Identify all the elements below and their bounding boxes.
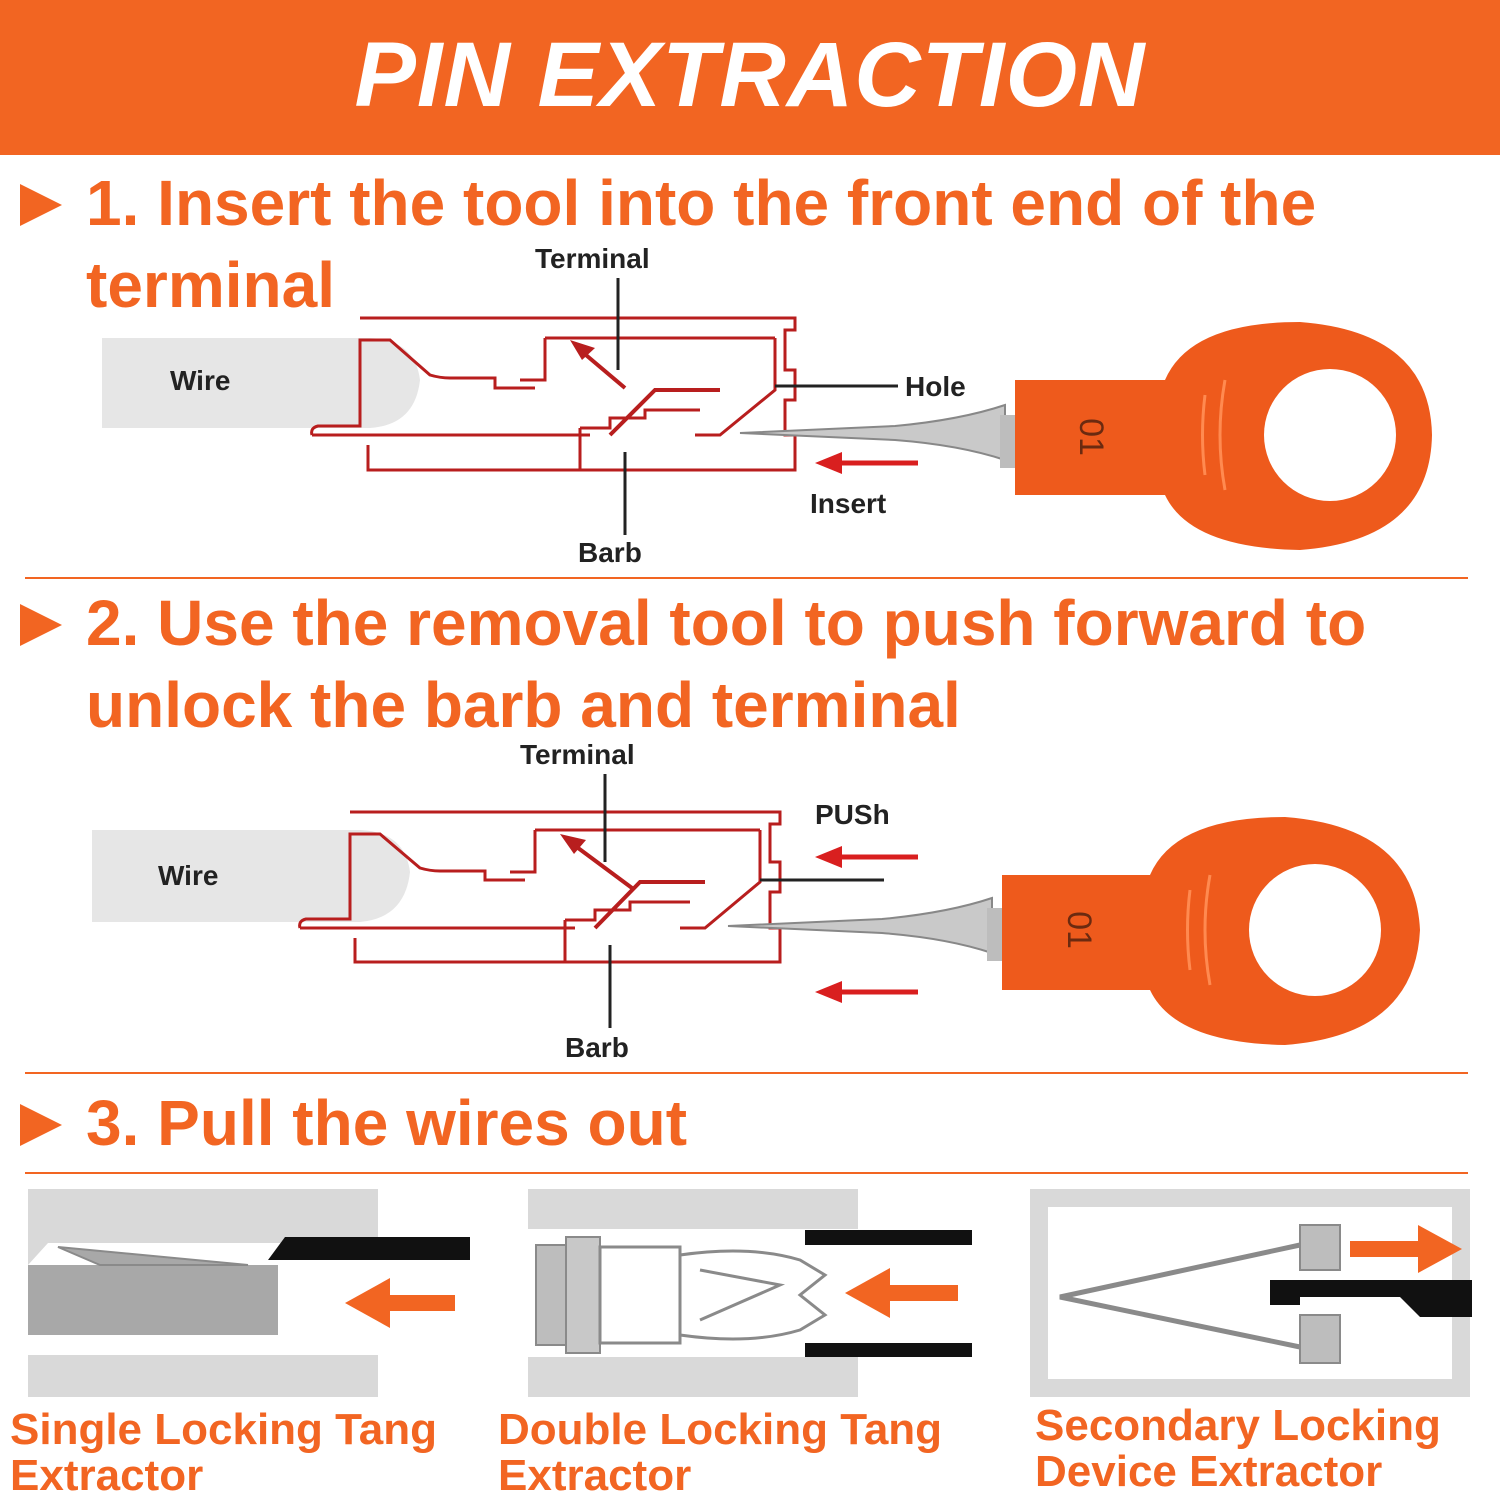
step-3-heading: 3. Pull the wires out (20, 1082, 1485, 1164)
barb-label: Barb (565, 1032, 629, 1063)
wire-shape (102, 338, 420, 428)
divider-3 (25, 1172, 1468, 1174)
barb-shape (608, 388, 720, 437)
tool-ring-hole (1264, 369, 1396, 501)
diagram-push: Wire Terminal PUSh Barb 01 (92, 739, 1420, 1063)
step-3-text: 3. Pull the wires out (86, 1087, 687, 1159)
caption-line-2: Extractor (10, 1451, 204, 1500)
divider-2 (25, 1072, 1468, 1074)
extractor-caption-single: Single Locking Tang Extractor (10, 1407, 437, 1499)
play-triangle-icon (20, 1104, 62, 1146)
step-1-text: 1. Insert the tool into the front end of… (86, 167, 1317, 321)
wire-label: Wire (158, 860, 218, 891)
step-2-heading: 2. Use the removal tool to push forward … (20, 582, 1485, 746)
caption-line-2: Device Extractor (1035, 1447, 1383, 1496)
header-banner: PIN EXTRACTION INSTRUCTIONS (0, 0, 1500, 276)
red-spring-arrow (568, 840, 634, 890)
caption-line-2: Extractor (498, 1451, 692, 1500)
extractor-caption-secondary: Secondary Locking Device Extractor (1035, 1403, 1441, 1495)
removal-tool-1: 01 (739, 322, 1432, 550)
pull-arrow (845, 1268, 890, 1318)
extractor-diagrams (28, 1189, 1472, 1397)
extractor-caption-double: Double Locking Tang Extractor (498, 1407, 942, 1499)
caption-line-1: Double Locking Tang (498, 1405, 943, 1454)
hole-label: Hole (905, 371, 966, 402)
barb-label: Barb (578, 537, 642, 568)
secondary-locking-device-diagram (1030, 1189, 1472, 1397)
push-label: PUSh (815, 799, 890, 830)
barb-shape (593, 880, 705, 930)
terminal-label: Terminal (535, 243, 650, 274)
pull-arrow (345, 1278, 390, 1328)
double-locking-tang-diagram (528, 1189, 972, 1397)
wire-label: Wire (170, 365, 230, 396)
play-triangle-icon (20, 184, 62, 226)
tool-ring-hole (1249, 864, 1381, 996)
single-locking-tang-diagram (28, 1189, 470, 1397)
caption-line-1: Single Locking Tang (10, 1405, 437, 1454)
page-title: PIN EXTRACTION INSTRUCTIONS (354, 24, 1146, 276)
play-triangle-icon (20, 604, 62, 646)
insert-label: Insert (810, 488, 886, 519)
tool-number: 01 (1072, 418, 1110, 456)
insert-arrow (815, 452, 842, 474)
caption-line-1: Secondary Locking (1035, 1401, 1441, 1450)
push-out-arrow (1418, 1225, 1462, 1273)
push-arrow-bottom (815, 981, 842, 1003)
step-2-text: 2. Use the removal tool to push forward … (86, 587, 1367, 741)
diagram-insert: Wire Terminal Hole Insert Barb 01 (102, 243, 1432, 568)
wire-shape (92, 830, 410, 922)
tool-number: 01 (1060, 911, 1098, 949)
removal-tool-2: 01 (727, 817, 1420, 1045)
terminal-label: Terminal (520, 739, 635, 770)
divider-1 (25, 577, 1468, 579)
step-1-heading: 1. Insert the tool into the front end of… (20, 162, 1485, 326)
red-spring-arrow (578, 348, 627, 390)
push-arrow-top (815, 846, 842, 868)
